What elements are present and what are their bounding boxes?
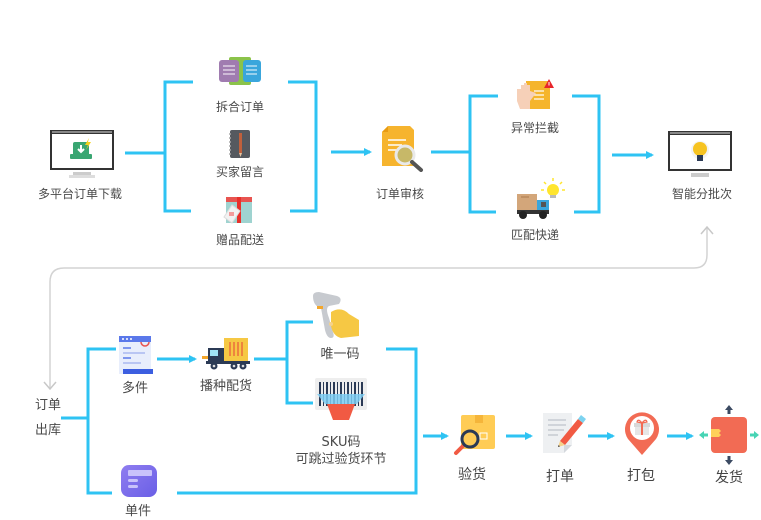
label-single-item: 单件 bbox=[124, 504, 151, 519]
label-order-outbound-line2: 出库 bbox=[34, 423, 61, 438]
label-match-courier: 匹配快递 bbox=[510, 228, 559, 242]
label-inspect-goods: 验货 bbox=[458, 467, 486, 483]
label-smart-batching: 智能分批次 bbox=[671, 187, 732, 201]
label-multi-platform-download: 多平台订单下载 bbox=[37, 187, 122, 201]
merge-split-notes-icon bbox=[219, 57, 261, 85]
multi-item-list-icon bbox=[119, 336, 153, 374]
label-ship: 发货 bbox=[715, 470, 743, 486]
return-arrowhead-down bbox=[43, 381, 57, 391]
label-split-merge-orders: 拆合订单 bbox=[215, 100, 264, 114]
bracket-multi-single bbox=[86, 347, 116, 495]
ship-box-arrows-icon bbox=[699, 405, 759, 465]
document-magnifier-icon bbox=[382, 126, 423, 172]
gift-pin-icon bbox=[625, 412, 659, 455]
label-seed-sorting: 播种配货 bbox=[199, 379, 252, 394]
package-inspect-icon bbox=[454, 415, 495, 455]
delivery-truck-bulb-icon bbox=[517, 178, 565, 219]
label-exception-interception: 异常拦截 bbox=[510, 121, 559, 135]
hand-stop-alert-icon bbox=[517, 79, 554, 109]
label-order-outbound-line1: 订单 bbox=[34, 398, 61, 413]
label-unique-code: 唯一码 bbox=[320, 347, 360, 362]
bracket-codes-left bbox=[285, 320, 313, 405]
label-sku-code: SKU码 bbox=[321, 435, 361, 450]
barcode-scanner-hand-icon bbox=[313, 292, 359, 338]
barcode-scan-icon bbox=[315, 378, 367, 420]
label-multi-item: 多件 bbox=[121, 381, 148, 396]
single-item-card-icon bbox=[121, 465, 157, 497]
return-path-batch-to-outbound bbox=[49, 228, 708, 388]
label-skip-inspection-note: 可跳过验货环节 bbox=[295, 452, 387, 467]
monitor-lightbulb-icon bbox=[668, 131, 732, 177]
label-order-review: 订单审核 bbox=[375, 187, 424, 201]
monitor-download-icon bbox=[50, 130, 114, 178]
connector-unique-code-right bbox=[177, 347, 418, 495]
label-gift-delivery: 赠品配送 bbox=[215, 233, 264, 247]
label-pack: 打包 bbox=[627, 468, 655, 484]
bracket-checks-right bbox=[572, 94, 601, 214]
bracket-checks-left bbox=[468, 94, 498, 214]
cargo-truck-icon bbox=[202, 338, 250, 370]
return-arrowhead-up bbox=[700, 225, 714, 235]
gift-tag-box-icon bbox=[223, 197, 252, 224]
bracket-processing-left bbox=[163, 80, 193, 213]
bracket-processing-right bbox=[288, 80, 318, 213]
notebook-pencil-icon bbox=[229, 130, 250, 158]
print-doc-pencil-icon bbox=[543, 413, 586, 453]
label-buyer-message: 买家留言 bbox=[215, 165, 264, 179]
label-print-label: 打单 bbox=[546, 469, 574, 485]
